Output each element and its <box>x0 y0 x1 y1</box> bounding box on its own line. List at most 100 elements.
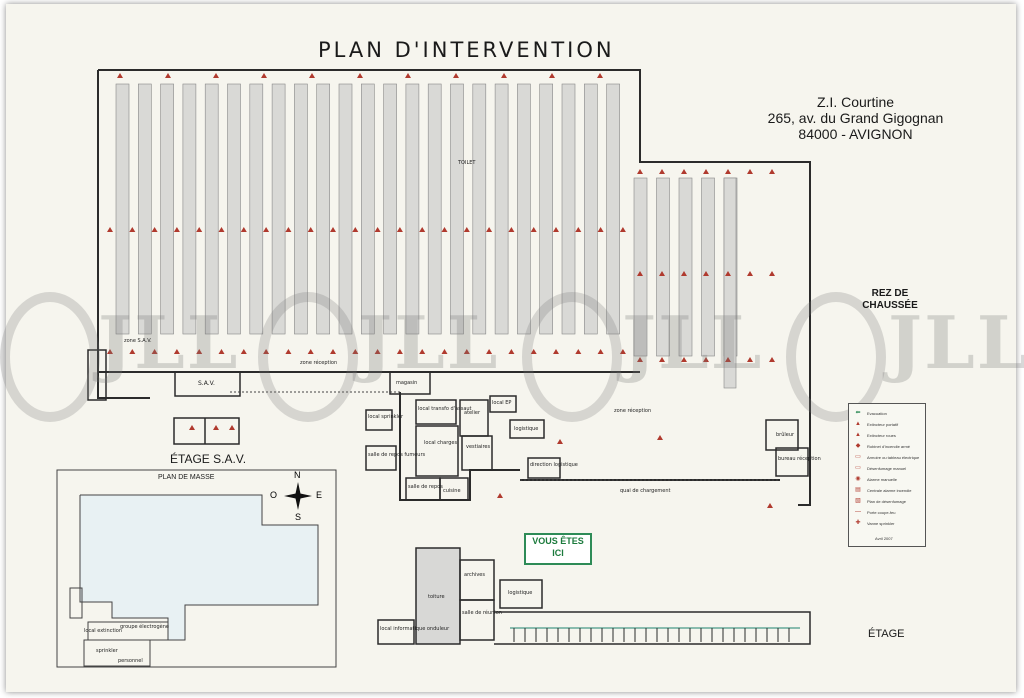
room-label: direction logistique <box>530 462 578 468</box>
extinguisher-icon <box>173 227 180 232</box>
legend-label: Extincteur portatif <box>867 422 899 427</box>
storage-rack <box>227 83 241 335</box>
plan-title: PLAN D'INTERVENTION <box>318 38 615 62</box>
legend-item: ▲ Extincteur portatif <box>853 421 923 429</box>
legend-symbol-icon: ▧ <box>855 498 861 504</box>
legend-label: Centrale alarme incendie <box>867 488 912 493</box>
legend-symbol-icon: ◉ <box>855 476 861 482</box>
extinguisher-icon <box>659 357 665 362</box>
legend-item: ◉Alarme manuelle <box>853 476 923 484</box>
room-label: TOILET <box>458 160 476 166</box>
extinguisher-icon <box>213 73 219 78</box>
storage-rack <box>450 83 464 335</box>
extinguisher-icon <box>463 227 470 232</box>
extinguisher-icon <box>173 349 180 354</box>
storage-rack <box>472 83 487 335</box>
legend-item: —Porte coupe-feu <box>853 509 923 517</box>
extinguisher-icon <box>725 169 731 174</box>
storage-rack <box>494 83 509 335</box>
room-label: local informatique onduleur <box>380 626 450 632</box>
extinguisher-icon <box>725 357 731 362</box>
extinguisher-icon <box>659 169 665 174</box>
storage-rack <box>160 83 174 335</box>
legend-item: ▭Désenfumage manuel <box>853 465 923 473</box>
extinguisher-icon <box>374 349 381 354</box>
storage-rack <box>182 83 197 335</box>
extinguisher-icon <box>769 169 775 174</box>
room-label: salle de repos fumeurs <box>368 452 426 458</box>
storage-rack <box>606 83 620 335</box>
upper-corridor-ticks <box>513 628 790 642</box>
legend-item: ▤Centrale alarme incendie <box>853 487 923 495</box>
extinguisher-icon <box>486 227 493 232</box>
legend-label: Désenfumage manuel <box>867 466 907 471</box>
level-sav-label: ÉTAGE S.A.V. <box>170 452 247 466</box>
compass-e: E <box>316 490 323 500</box>
extinguisher-icon <box>309 73 315 78</box>
extinguisher-icon <box>597 227 604 232</box>
extinguisher-icon <box>285 227 292 232</box>
level-upper-label: ÉTAGE <box>868 628 905 640</box>
extinguisher-icon <box>637 271 643 276</box>
extinguisher-icon <box>486 349 493 354</box>
watermark-logo <box>0 292 100 422</box>
extinguisher-icon <box>352 227 359 232</box>
extinguisher-icon <box>357 73 363 78</box>
storage-rack <box>701 177 715 357</box>
legend-symbol-icon: ▲ <box>855 421 861 427</box>
room-label: S.A.V. <box>198 380 215 387</box>
extinguisher-icon <box>405 73 411 78</box>
extinguisher-icon <box>725 271 731 276</box>
legend-label: Porte coupe-feu <box>867 510 896 515</box>
room-label: toiture <box>428 594 445 600</box>
extinguisher-icon <box>196 349 203 354</box>
compass-o: O <box>270 490 278 500</box>
legend-symbol-icon: ⬅ <box>855 410 861 416</box>
legend-item: ✚Vanne sprinkler <box>853 520 923 528</box>
legend-label: Vanne sprinkler <box>867 521 895 526</box>
extinguisher-icon <box>747 271 753 276</box>
extinguisher-icon <box>681 169 687 174</box>
extinguisher-icon <box>396 227 403 232</box>
room-label: vestiaires <box>466 444 491 450</box>
legend-label: Armoire ou tableau électrique <box>867 455 920 460</box>
compass-rose-icon: N S E O <box>270 470 322 522</box>
extinguisher-icon <box>767 503 773 508</box>
room-label: quai de chargement <box>620 488 671 494</box>
legend-label: Plan de désenfumage <box>867 499 906 504</box>
extinguisher-icon <box>501 73 507 78</box>
extinguisher-icon <box>681 271 687 276</box>
you-are-here-line-2: ICI <box>552 548 564 558</box>
extinguisher-icon <box>374 227 381 232</box>
storage-rack <box>204 83 219 335</box>
extinguisher-icon <box>240 227 247 232</box>
extinguisher-icon <box>129 349 136 354</box>
legend-symbol-icon: ◆ <box>855 443 861 449</box>
extinguisher-icon <box>703 169 709 174</box>
storage-racks-annex <box>633 177 738 389</box>
you-are-here-marker: VOUS ÊTES ICI <box>524 533 592 565</box>
watermark-text: JLL <box>358 300 500 385</box>
upper-floor <box>377 547 811 645</box>
extinguisher-icon <box>453 73 459 78</box>
room-label: brûleur <box>776 432 795 438</box>
legend-item: ▭Armoire ou tableau électrique <box>853 454 923 462</box>
watermark-text: JLL <box>98 300 240 385</box>
extinguisher-icon <box>441 227 448 232</box>
room-label: salle de réunion <box>462 610 502 616</box>
office-block <box>87 349 809 501</box>
storage-rack <box>656 177 670 357</box>
extinguisher-icon <box>419 227 426 232</box>
storage-rack <box>539 83 554 335</box>
extinguisher-icon <box>129 227 136 232</box>
room-label: bureau réception <box>778 456 821 462</box>
room-label: sprinkler <box>96 648 118 654</box>
extinguisher-icon <box>151 349 158 354</box>
extinguisher-icon <box>165 73 171 78</box>
extinguisher-icon <box>597 73 603 78</box>
room-label: local sprinkler <box>368 414 404 420</box>
room-label: zone S.A.V. <box>124 338 152 344</box>
extinguisher-icon <box>637 169 643 174</box>
room-label: groupe électrogène <box>120 624 169 630</box>
